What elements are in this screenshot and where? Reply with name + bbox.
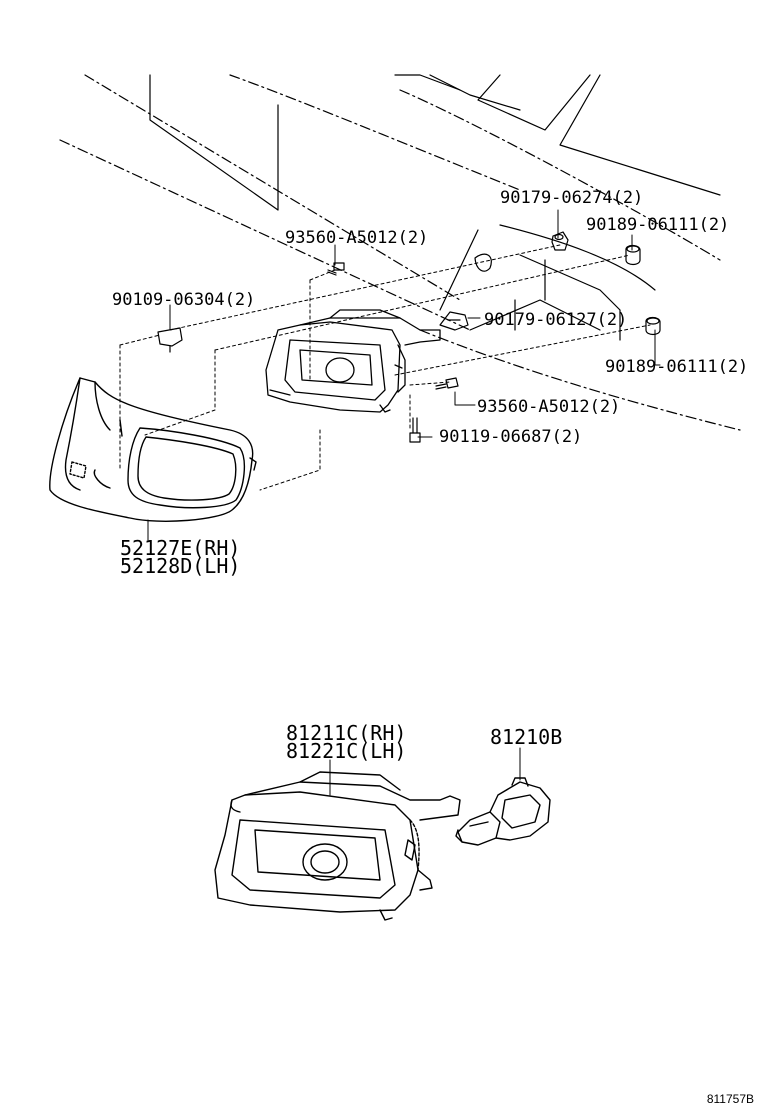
fog-lamp-icon xyxy=(265,309,441,413)
clip-icon xyxy=(645,316,661,336)
label-90179-06127: 90179-06127(2) xyxy=(484,310,628,330)
clip-icon xyxy=(157,327,183,353)
label-81211c: 81211C(RH) xyxy=(286,721,407,745)
diagram-reference-id: 811757B xyxy=(706,1092,754,1106)
label-90109-06304: 90109-06304(2) xyxy=(112,290,256,310)
bolt-icon xyxy=(327,262,345,276)
vehicle-body-outline xyxy=(59,74,741,431)
label-81221c: 81221C(LH) xyxy=(286,739,407,763)
nut-icon xyxy=(551,231,569,251)
label-52127e: 52127E(RH) xyxy=(120,536,241,560)
label-93560-a5012-mid: 93560-A5012(2) xyxy=(477,397,621,417)
label-52128d: 52128D(LH) xyxy=(120,554,241,578)
bezel-cover-icon xyxy=(49,377,257,522)
label-93560-a5012-top: 93560-A5012(2) xyxy=(285,228,429,248)
clip-icon xyxy=(625,244,641,266)
label-90179-06274: 90179-06274(2) xyxy=(500,188,644,208)
fog-lamp-icon xyxy=(214,771,461,921)
label-90189-06111-mid: 90189-06111(2) xyxy=(605,357,749,377)
bulb-icon xyxy=(455,777,551,846)
bolt-icon xyxy=(409,417,421,443)
label-81210b: 81210B xyxy=(490,725,563,749)
bolt-icon xyxy=(435,377,459,390)
label-90119-06687: 90119-06687(2) xyxy=(439,427,583,447)
label-90189-06111-top: 90189-06111(2) xyxy=(586,215,730,235)
assembly-leader-lines xyxy=(119,244,651,491)
clip-icon xyxy=(439,311,469,331)
